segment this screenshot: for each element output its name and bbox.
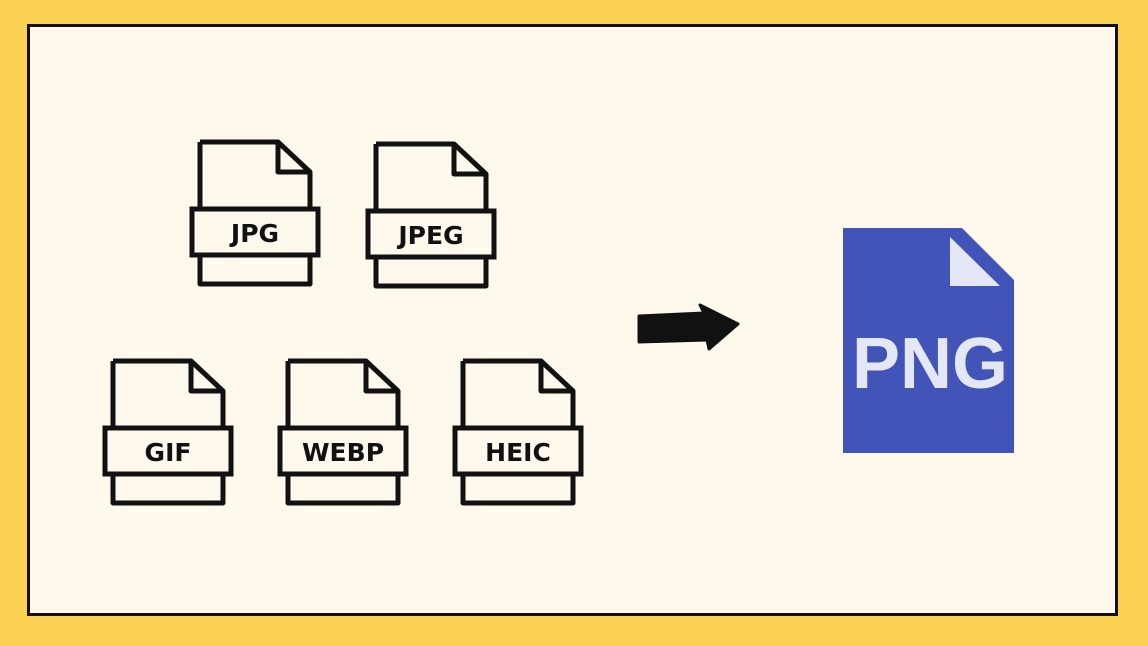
jpg-label: JPG (229, 219, 279, 248)
jpg-file-icon: JPG (189, 139, 321, 287)
png-label: PNG (852, 324, 1008, 404)
gif-label: GIF (145, 438, 192, 467)
jpeg-file-icon: JPEG (365, 141, 497, 289)
webp-file-icon: WEBP (277, 358, 409, 506)
heic-file-icon: HEIC (452, 358, 584, 506)
jpeg-label: JPEG (396, 221, 463, 250)
gif-file-icon: GIF (102, 358, 234, 506)
webp-label: WEBP (302, 438, 384, 467)
arrow-right-icon (637, 303, 740, 351)
png-file-icon: PNG (843, 228, 1014, 453)
heic-label: HEIC (485, 438, 551, 467)
